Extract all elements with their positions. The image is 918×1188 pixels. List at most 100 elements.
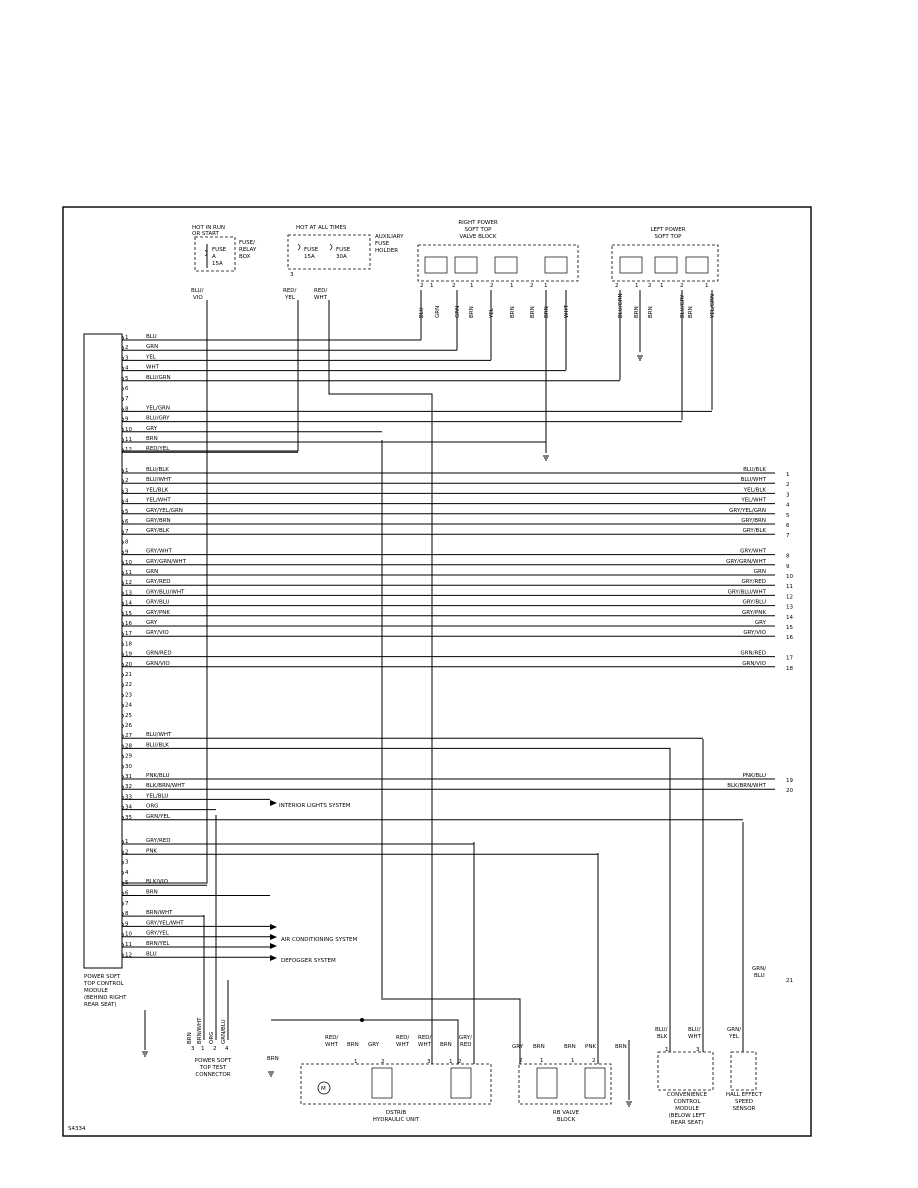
hydraulic-wire-8: BRN	[440, 1042, 452, 1048]
conn-c-pin-8: 8	[125, 911, 129, 917]
conv-pin-label: 1	[665, 1047, 669, 1053]
conn-b-right-wire-18: GRN/VIO	[742, 661, 766, 667]
conn-b-right-wire-6: GRY/BRN	[741, 518, 766, 524]
conn-c-pin-2: 2	[125, 849, 129, 855]
conn-b-right-pin-18: 18	[786, 666, 793, 672]
fuse-a-label: FUSE	[212, 247, 227, 253]
hydraulic-pin-1: 2	[381, 1059, 385, 1065]
rb-pin-3: 2	[592, 1058, 596, 1064]
conn-b-wire-6: GRY/BRN	[146, 518, 171, 524]
conn-b-pin-30: 30	[125, 764, 132, 770]
hydraulic-wire-2: BRN	[347, 1042, 359, 1048]
conn-b-right-pin-14: 14	[786, 615, 793, 621]
conn-b-wire-17: GRY/VIO	[146, 630, 169, 636]
right-block-wire-1: GRN	[435, 306, 441, 318]
fuse-30-label-2: 30A	[336, 254, 347, 260]
fuse-15-label-2: 15A	[304, 254, 315, 260]
conn-a-pin-2: 2	[125, 345, 129, 351]
conn-b-pin-16: 16	[125, 621, 132, 627]
figure-number: S4334	[68, 1126, 86, 1132]
fuse-relay-box-label-2: RELAY	[239, 247, 257, 253]
ac-arrow	[270, 924, 277, 930]
conn-a-wire-4: WHT	[146, 365, 160, 371]
right-block-pin-1: 1	[430, 283, 434, 289]
conn-c-wire-5: BLK/VIO	[146, 879, 169, 885]
conn-b-right-wire-8: GRY/WHT	[740, 549, 767, 555]
rb-wire-4: BRN	[615, 1044, 627, 1050]
conn-b-pin-mark	[121, 540, 124, 545]
interior-arrow	[270, 800, 277, 806]
conn-b-pin-35: 35	[125, 815, 132, 821]
conn-b-pin-mark	[121, 764, 124, 770]
grn-blu-wire-label: GRN/	[752, 966, 766, 972]
conn-b-wire-10: GRY/GRN/WHT	[146, 559, 187, 565]
hydraulic-label-2: HYDRAULIC UNIT	[373, 1117, 420, 1123]
conn-b-pin-mark	[121, 754, 124, 759]
conn-b-right-wire-5: GRY/YEL/GRN	[729, 508, 766, 514]
junction-dot	[360, 1018, 364, 1022]
right-block-label: RIGHT POWER	[458, 220, 498, 226]
fuse-relay-box	[194, 236, 236, 272]
conn-b-pin-9: 9	[125, 550, 129, 556]
hall-wire-label-2: YEL	[728, 1034, 740, 1040]
harness-verticals	[122, 290, 744, 1100]
conn-b-right-wire-19: PNK/BLU	[743, 773, 766, 779]
conn-a-pin-1: 1	[125, 335, 129, 341]
right-block-pin-0: 2	[420, 283, 424, 289]
conn-b-pin-20: 20	[125, 662, 132, 668]
left-valve-block	[611, 244, 719, 282]
conn-b-right-wire-13: GRY/BLU	[742, 600, 766, 606]
ground-symbols	[142, 355, 643, 1107]
hydraulic-pin-0: 1	[354, 1059, 358, 1065]
conn-a-pin-3: 3	[125, 355, 129, 361]
conn-a-pin-10: 10	[125, 427, 132, 433]
conn-b-pin-mark	[121, 693, 124, 698]
wire-red-wht-label-2: WHT	[314, 295, 328, 301]
conn-b-right-wire-11: GRY/RED	[742, 579, 766, 585]
conn-b-wire-9: GRY/WHT	[146, 549, 173, 555]
left-brn-label: BRN	[267, 1056, 279, 1062]
conn-b-wire-5: GRY/YEL/GRN	[146, 508, 183, 514]
left-block-wire-2: BRN	[648, 306, 654, 318]
right-block-label-2: SOFT TOP	[464, 227, 492, 233]
conn-b-pin-4: 4	[125, 499, 129, 505]
conn-b-right-wire-14: GRY/PNK	[742, 610, 766, 616]
test-connector-label-2: TOP TEST	[199, 1065, 227, 1071]
conn-c-wire-11: BRN/YEL	[146, 941, 170, 947]
fuse-15-label: FUSE	[304, 247, 319, 253]
right-block-pin-3: 1	[470, 283, 474, 289]
conn-c-wire-1: GRY/RED	[146, 838, 170, 844]
hydraulic-pin-4: 2	[458, 1059, 462, 1065]
conn-a-pin-5: 5	[125, 376, 129, 382]
aux-holder-label-2: FUSE	[375, 241, 390, 247]
control-module-box	[83, 333, 123, 969]
aux-holder-label: AUXILIARY	[375, 234, 404, 240]
wire-red-yel-label-2: YEL	[284, 295, 296, 301]
conn-b-right-pin-1: 1	[786, 472, 790, 478]
conn-b-right-pin-10: 10	[786, 574, 793, 580]
conn-b-pin-34: 34	[125, 805, 132, 811]
conn-a-wire-2: GRN	[146, 344, 158, 350]
auxiliary-fuse-holder	[287, 234, 371, 270]
conn-b-pin-23: 23	[125, 692, 132, 698]
conn-b-pin-25: 25	[125, 713, 132, 719]
diagram-frame	[62, 206, 812, 1137]
conv-wire-label-3: BLU/	[688, 1027, 701, 1033]
test-conn-pin-0: 3	[191, 1046, 195, 1052]
conn-b-right-pin-17: 17	[786, 656, 793, 662]
right-block-pin-7: 1	[544, 283, 548, 289]
conn-b-right-wire-17: GRN/RED	[740, 651, 766, 657]
hydraulic-wire-3: GRY	[368, 1042, 380, 1048]
wire-red-yel-label: RED/	[283, 288, 297, 294]
top-labels: HOT IN RUN OR START HOT AT ALL TIMES FUS…	[191, 220, 686, 301]
conn-b-right-pin-5: 5	[786, 513, 790, 519]
convenience-label-2: CONTROL	[674, 1099, 702, 1105]
conn-a-pin-12: 12	[125, 447, 132, 453]
left-block-wire-1: BRN	[634, 306, 640, 318]
hydraulic-wire-0: RED/	[325, 1035, 339, 1041]
left-block-pin-1: 1	[635, 283, 639, 289]
conn-b-pin-10: 10	[125, 560, 132, 566]
conn-a-pin-11: 11	[125, 437, 132, 443]
right-block-wire-2: GRN	[455, 306, 461, 318]
